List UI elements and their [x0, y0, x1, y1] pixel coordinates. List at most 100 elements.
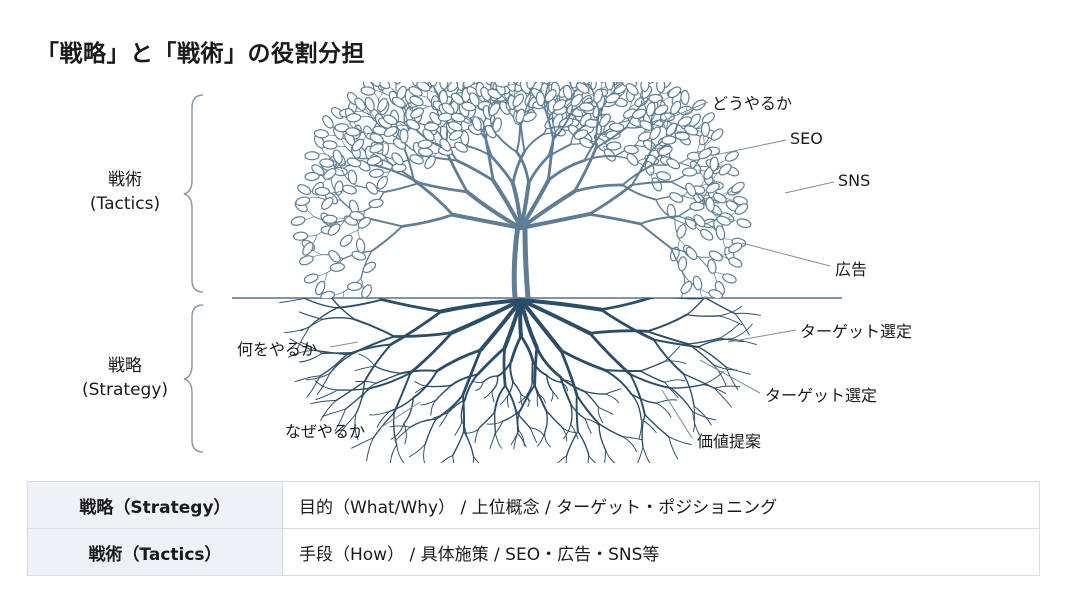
strategy-label-en: (Strategy): [81, 380, 169, 400]
root: [478, 298, 523, 353]
root: [363, 343, 392, 383]
root: [731, 323, 753, 340]
root: [603, 369, 642, 372]
root: [712, 364, 727, 386]
root: [472, 455, 474, 463]
branch: [587, 183, 634, 216]
leaf-icon: [450, 112, 466, 123]
leaf-icon: [609, 122, 625, 132]
root: [630, 393, 658, 404]
leaf-icon: [303, 273, 319, 284]
leaf-icon: [565, 54, 574, 68]
leaf-icon: [351, 138, 365, 152]
leaf-icon: [468, 92, 480, 107]
callout-how: どうやるか: [712, 94, 793, 113]
root: [461, 393, 466, 432]
root: [599, 298, 655, 312]
branch: [621, 163, 654, 187]
branch: [490, 82, 493, 88]
root: [372, 412, 395, 439]
branch: [631, 149, 652, 186]
root: [517, 432, 527, 448]
branch: [452, 64, 453, 77]
leaf-icon: [368, 198, 384, 209]
root: [544, 410, 548, 433]
leaf-icon: [630, 62, 643, 78]
branch: [342, 170, 358, 187]
root: [304, 298, 339, 309]
leaf-icon: [562, 84, 573, 100]
leaf-icon: [685, 246, 698, 261]
leaf-icon: [361, 284, 372, 298]
leaf-icon: [524, 65, 539, 81]
leaf-icon: [447, 121, 463, 132]
root: [587, 455, 590, 463]
branch: [475, 70, 490, 75]
root: [583, 390, 607, 395]
branch: [552, 113, 572, 141]
leaf-icon: [712, 192, 727, 204]
root: [622, 436, 644, 441]
branch: [595, 126, 628, 149]
branch: [527, 154, 550, 185]
leaf-icon: [354, 97, 366, 111]
root: [476, 346, 507, 376]
root: [478, 411, 496, 429]
root: [392, 331, 454, 338]
branch: [600, 82, 603, 89]
branch: [513, 82, 516, 85]
leaf-icon: [485, 82, 495, 86]
leaf-icon: [319, 158, 335, 168]
root: [424, 418, 437, 445]
branch: [515, 150, 531, 185]
leaf-icon: [718, 163, 732, 176]
leaf-icon: [482, 64, 498, 76]
leaf-icon: [347, 169, 358, 185]
branch: [495, 57, 498, 70]
leaf-icon: [345, 127, 361, 137]
leaf-icon: [581, 82, 591, 85]
leaf-icon: [322, 214, 338, 224]
root: [704, 298, 736, 315]
branch: [402, 71, 417, 75]
leaf-icon: [410, 107, 425, 119]
root: [665, 346, 681, 362]
leaf-icon: [459, 130, 470, 146]
leaf-icon: [676, 224, 687, 239]
branch: [677, 199, 704, 217]
branch: [360, 250, 373, 279]
leaf-icon: [683, 125, 699, 136]
branch: [569, 62, 571, 75]
root: [702, 384, 727, 394]
branch: [633, 66, 640, 79]
root: [502, 409, 522, 422]
root: [305, 373, 331, 381]
root: [299, 341, 323, 354]
leaf-icon: [292, 231, 309, 241]
leaf-icon: [395, 65, 411, 76]
branch: [395, 82, 397, 86]
callout-target-2: ターゲット選定: [765, 386, 878, 405]
root: [575, 394, 600, 425]
branch: [555, 64, 566, 71]
branch: [540, 58, 541, 71]
leaf-icon: [329, 262, 345, 272]
branch: [639, 215, 680, 225]
branch: [443, 70, 454, 77]
branch: [471, 65, 482, 72]
leaf-icon: [439, 138, 452, 152]
root: [569, 402, 573, 426]
root: [588, 455, 597, 463]
root: [535, 346, 562, 379]
branch: [487, 103, 491, 119]
root: [559, 381, 569, 392]
leaf-icon: [588, 65, 603, 81]
root: [583, 390, 600, 409]
branch: [382, 181, 421, 194]
branch: [639, 222, 672, 250]
root: [298, 352, 323, 363]
leaf-icon: [463, 57, 479, 71]
root: [692, 411, 700, 436]
leaf-icon: [724, 150, 739, 162]
